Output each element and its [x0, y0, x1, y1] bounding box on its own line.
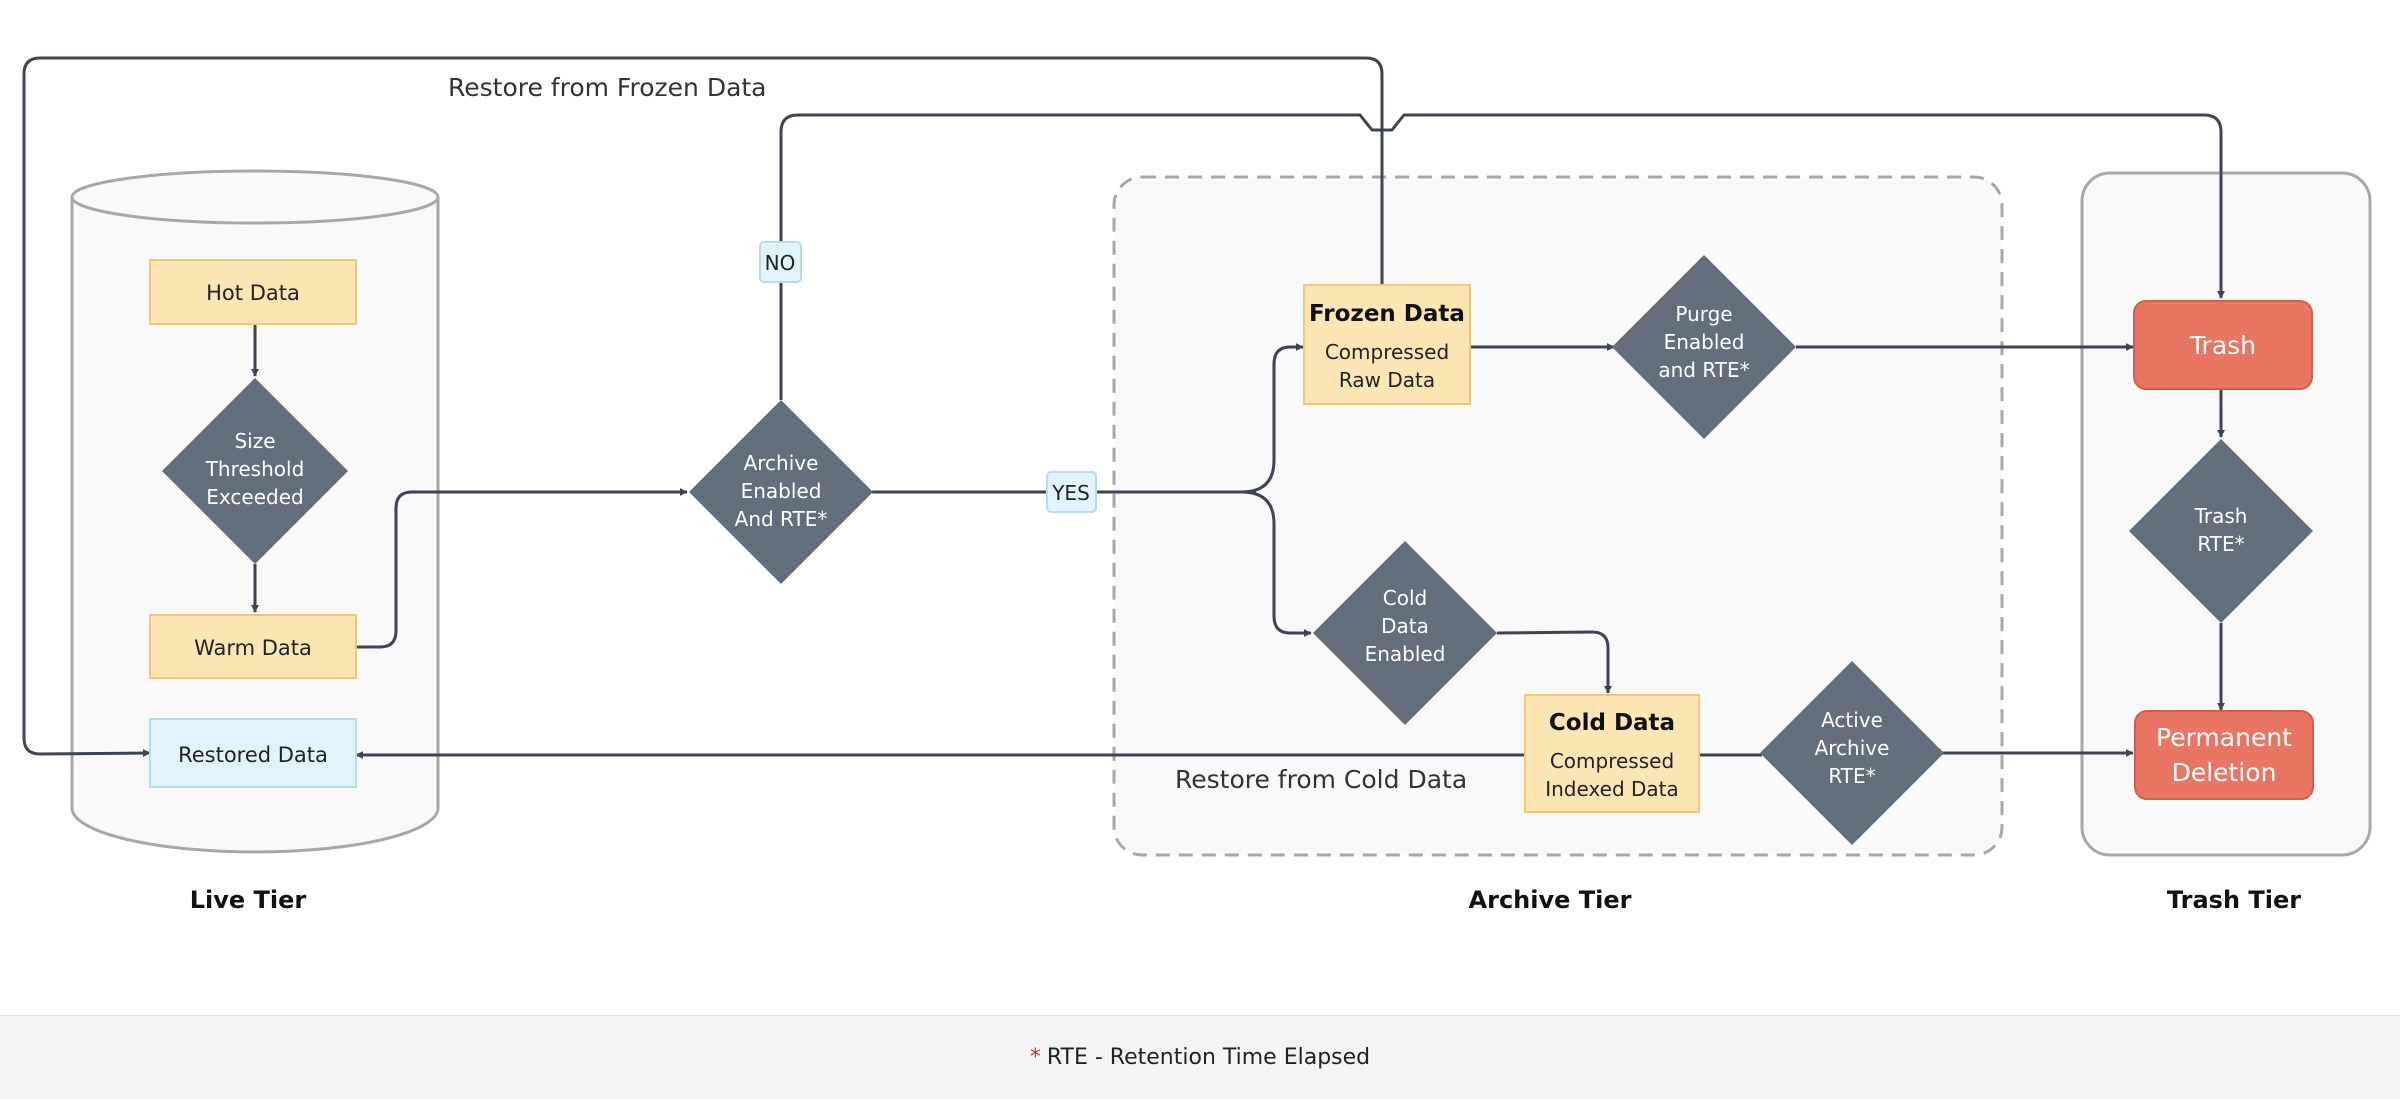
cold-data-title: Cold Data — [1549, 710, 1675, 736]
size-threshold-diamond: Size Threshold Exceeded — [162, 378, 348, 564]
active-archive-label-2: RTE* — [1828, 764, 1875, 788]
frozen-data-title: Frozen Data — [1309, 301, 1465, 327]
size-threshold-label-2: Exceeded — [206, 485, 303, 509]
frozen-data-node: Frozen Data Compressed Raw Data — [1303, 284, 1471, 405]
purge-enabled-label-2: and RTE* — [1658, 358, 1749, 382]
cold-data-sub-1: Indexed Data — [1545, 777, 1679, 801]
size-threshold-label-0: Size — [234, 429, 275, 453]
footer-text: RTE - Retention Time Elapsed — [1046, 1045, 1371, 1070]
edge-restore-frozen — [22, 56, 1384, 758]
trash-tier-label: Trash Tier — [2167, 886, 2301, 914]
active-archive-label-0: Active — [1821, 708, 1883, 732]
restore-cold-label: Restore from Cold Data — [1175, 765, 1467, 794]
cold-data-node: Cold Data Compressed Indexed Data — [1524, 694, 1700, 813]
frozen-data-sub-0: Compressed — [1325, 340, 1449, 364]
live-tier-label: Live Tier — [190, 886, 307, 914]
permanent-deletion-node: Permanent Deletion — [2134, 710, 2314, 800]
edge-yes-to-cold-enabled — [1241, 490, 1312, 637]
active-archive-diamond: Active Archive RTE* — [1760, 661, 1944, 845]
no-label: NO — [759, 241, 802, 283]
cold-data-enabled-diamond: Cold Data Enabled — [1313, 541, 1497, 725]
purge-enabled-label-1: Enabled — [1664, 330, 1745, 354]
svg-text:YES: YES — [1051, 481, 1090, 505]
hot-data-label: Hot Data — [206, 281, 300, 305]
archive-enabled-label-1: Enabled — [741, 479, 822, 503]
trash-rte-label-1: RTE* — [2197, 532, 2244, 556]
cold-data-sub-0: Compressed — [1550, 749, 1674, 773]
trash-rte-diamond: Trash RTE* — [2129, 439, 2313, 623]
purge-enabled-label-0: Purge — [1675, 302, 1732, 326]
svg-text:NO: NO — [765, 251, 796, 275]
trash-node: Trash — [2133, 300, 2313, 390]
archive-enabled-label-2: And RTE* — [735, 507, 828, 531]
warm-data-label: Warm Data — [194, 636, 312, 660]
footer-legend: * RTE - Retention Time Elapsed — [0, 1015, 2400, 1099]
hot-data-node: Hot Data — [149, 259, 357, 325]
warm-data-node: Warm Data — [149, 614, 357, 679]
restored-data-node: Restored Data — [149, 718, 357, 788]
archive-enabled-label-0: Archive — [744, 451, 819, 475]
edge-warm-to-archive — [357, 488, 688, 649]
active-archive-label-1: Archive — [1815, 736, 1890, 760]
frozen-data-sub-1: Raw Data — [1339, 368, 1435, 392]
archive-tier-label: Archive Tier — [1469, 886, 1632, 914]
restored-data-label: Restored Data — [178, 743, 328, 767]
size-threshold-label-1: Threshold — [205, 457, 305, 481]
purge-enabled-diamond: Purge Enabled and RTE* — [1612, 255, 1796, 439]
cold-enabled-label-1: Data — [1381, 614, 1429, 638]
yes-label: YES — [1046, 471, 1097, 513]
cold-enabled-label-0: Cold — [1383, 586, 1427, 610]
trash-rte-label-0: Trash — [2194, 504, 2248, 528]
trash-label: Trash — [2189, 331, 2256, 360]
footer-star: * — [1029, 1045, 1041, 1070]
cold-enabled-label-2: Enabled — [1365, 642, 1446, 666]
edge-yes-to-frozen — [1241, 343, 1304, 494]
restore-frozen-label: Restore from Frozen Data — [448, 73, 767, 102]
archive-enabled-diamond: Archive Enabled And RTE* — [689, 400, 873, 584]
permanent-deletion-label-1: Deletion — [2172, 758, 2277, 787]
permanent-deletion-label-0: Permanent — [2156, 723, 2292, 752]
edge-cold-enabled-to-cold — [1496, 630, 1612, 694]
